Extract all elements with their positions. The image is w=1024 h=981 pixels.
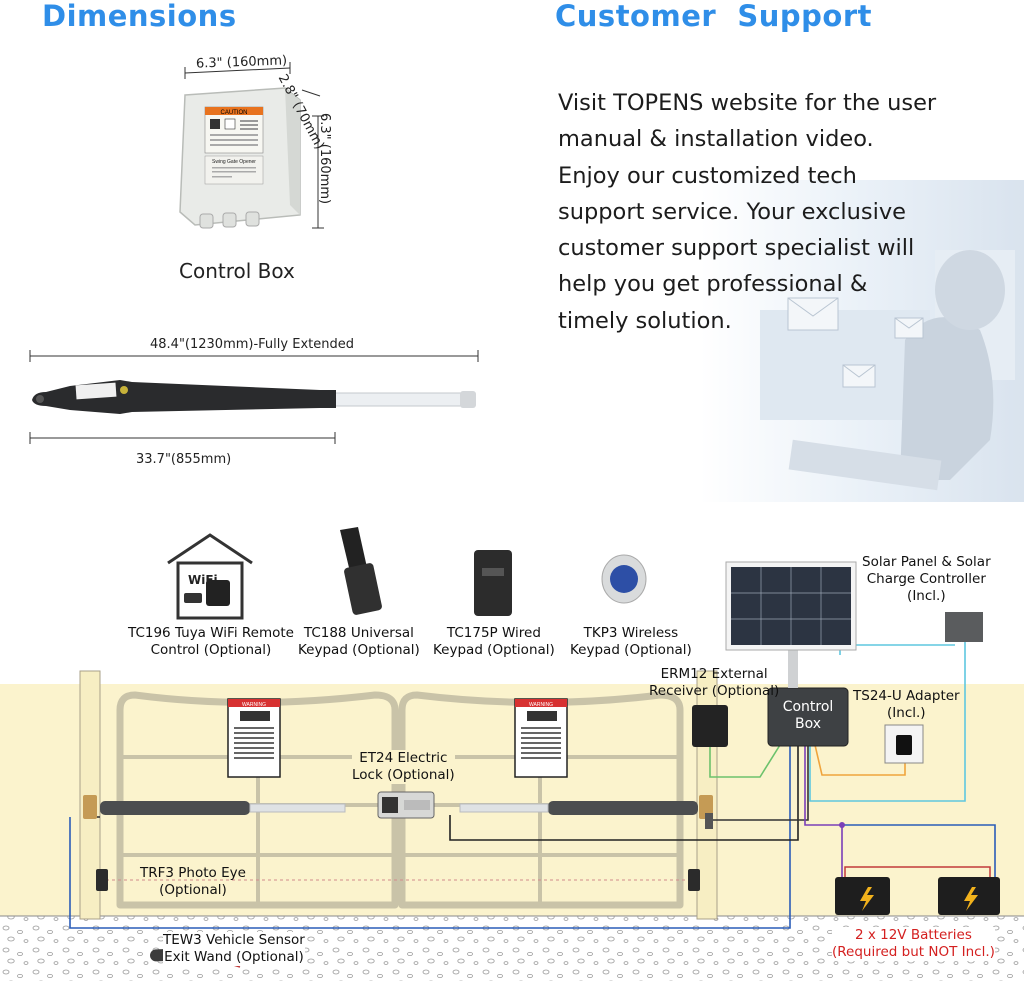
caption-line: Charge Controller bbox=[866, 571, 986, 587]
caption-line: TC188 Universal bbox=[303, 625, 414, 641]
caption-line: 2 x 12V Batteries bbox=[854, 927, 972, 943]
box-product-text: Swing Gate Opener bbox=[212, 159, 256, 165]
caption-line: (Required but NOT Incl.) bbox=[832, 944, 995, 960]
solar-caption: Solar Panel & Solar Charge Controller (I… bbox=[862, 554, 991, 605]
actuator-retracted-label: 33.7"(855mm) bbox=[136, 452, 232, 467]
control-box-caption: Control Box bbox=[179, 259, 295, 283]
control-box-dimension-graphic: CAUTION Swing Gate Opener bbox=[179, 62, 324, 229]
box-width-label: 6.3" (160mm) bbox=[195, 53, 288, 72]
warning-sign-left-text: WARNING bbox=[242, 702, 266, 708]
caption-line: Lock (Optional) bbox=[352, 767, 455, 783]
caption-line: Box bbox=[794, 716, 822, 732]
wifi-badge: WiFi bbox=[188, 573, 218, 587]
tc196-caption: TC196 Tuya WiFi Remote Control (Optional… bbox=[128, 625, 294, 659]
support-line: Enjoy our customized tech bbox=[558, 162, 857, 189]
support-background-photo bbox=[700, 180, 1024, 502]
ts24u-caption: TS24-U Adapter (Incl.) bbox=[853, 688, 960, 722]
caption-line: Exit Wand (Optional) bbox=[164, 949, 304, 965]
caption-line: Keypad (Optional) bbox=[570, 642, 692, 658]
support-line: Visit TOPENS website for the user bbox=[558, 90, 937, 116]
caption-line: Solar Panel & Solar bbox=[862, 554, 991, 570]
actuator-extended-label: 48.4"(1230mm)-Fully Extended bbox=[150, 337, 354, 352]
batteries-caption: 2 x 12V Batteries (Required but NOT Incl… bbox=[832, 927, 995, 961]
tew3-caption: TEW3 Vehicle Sensor Exit Wand (Optional) bbox=[163, 932, 305, 966]
warning-sign-right-text: WARNING bbox=[529, 702, 553, 708]
caption-line: Control bbox=[782, 699, 834, 715]
caption-line: TC175P Wired bbox=[446, 625, 541, 641]
support-line: customer support specialist will bbox=[558, 235, 915, 262]
support-line: help you get professional & bbox=[558, 271, 868, 298]
caption-line: TRF3 Photo Eye bbox=[140, 865, 246, 881]
et24-caption: ET24 Electric Lock (Optional) bbox=[352, 750, 455, 784]
tc188-caption: TC188 Universal Keypad (Optional) bbox=[298, 625, 420, 659]
caption-line: TEW3 Vehicle Sensor bbox=[163, 932, 305, 948]
caption-line: Control (Optional) bbox=[150, 642, 272, 658]
caption-line: Keypad (Optional) bbox=[298, 642, 420, 658]
caption-line: Receiver (Optional) bbox=[649, 683, 780, 699]
box-height-label: 6.3" (160mm) bbox=[317, 113, 332, 205]
caption-line: (Incl.) bbox=[907, 588, 946, 604]
caption-line: (Incl.) bbox=[887, 705, 926, 721]
support-heading: Customer Support bbox=[555, 0, 872, 33]
support-line: support service. Your exclusive bbox=[558, 198, 907, 225]
caption-line: Keypad (Optional) bbox=[433, 642, 555, 658]
erm12-caption: ERM12 External Receiver (Optional) bbox=[649, 666, 779, 700]
caption-line: (Optional) bbox=[159, 882, 227, 898]
caption-line: TKP3 Wireless bbox=[583, 625, 679, 641]
tc175p-caption: TC175P Wired Keypad (Optional) bbox=[433, 625, 555, 659]
trf3-caption: TRF3 Photo Eye (Optional) bbox=[140, 865, 246, 899]
installation-scene: WARNING WARNING bbox=[0, 505, 1024, 981]
actuator-dimension-graphic bbox=[29, 350, 479, 444]
support-line: manual & installation video. bbox=[558, 126, 874, 153]
support-text: Visit TOPENS website for the user manual… bbox=[558, 85, 1024, 339]
dimensions-heading: Dimensions bbox=[42, 0, 237, 33]
caption-line: TS24-U Adapter bbox=[853, 688, 960, 704]
control-box-label: Control Box bbox=[778, 699, 838, 733]
caption-line: ET24 Electric bbox=[359, 750, 448, 766]
caption-line: TC196 Tuya WiFi Remote bbox=[128, 625, 294, 641]
installation-diagram: WARNING WARNING bbox=[0, 527, 1024, 981]
tkp3-caption: TKP3 Wireless Keypad (Optional) bbox=[570, 625, 692, 659]
support-line: timely solution. bbox=[558, 307, 732, 334]
caution-label-text: CAUTION bbox=[221, 110, 248, 116]
caption-line: ERM12 External bbox=[660, 666, 768, 682]
